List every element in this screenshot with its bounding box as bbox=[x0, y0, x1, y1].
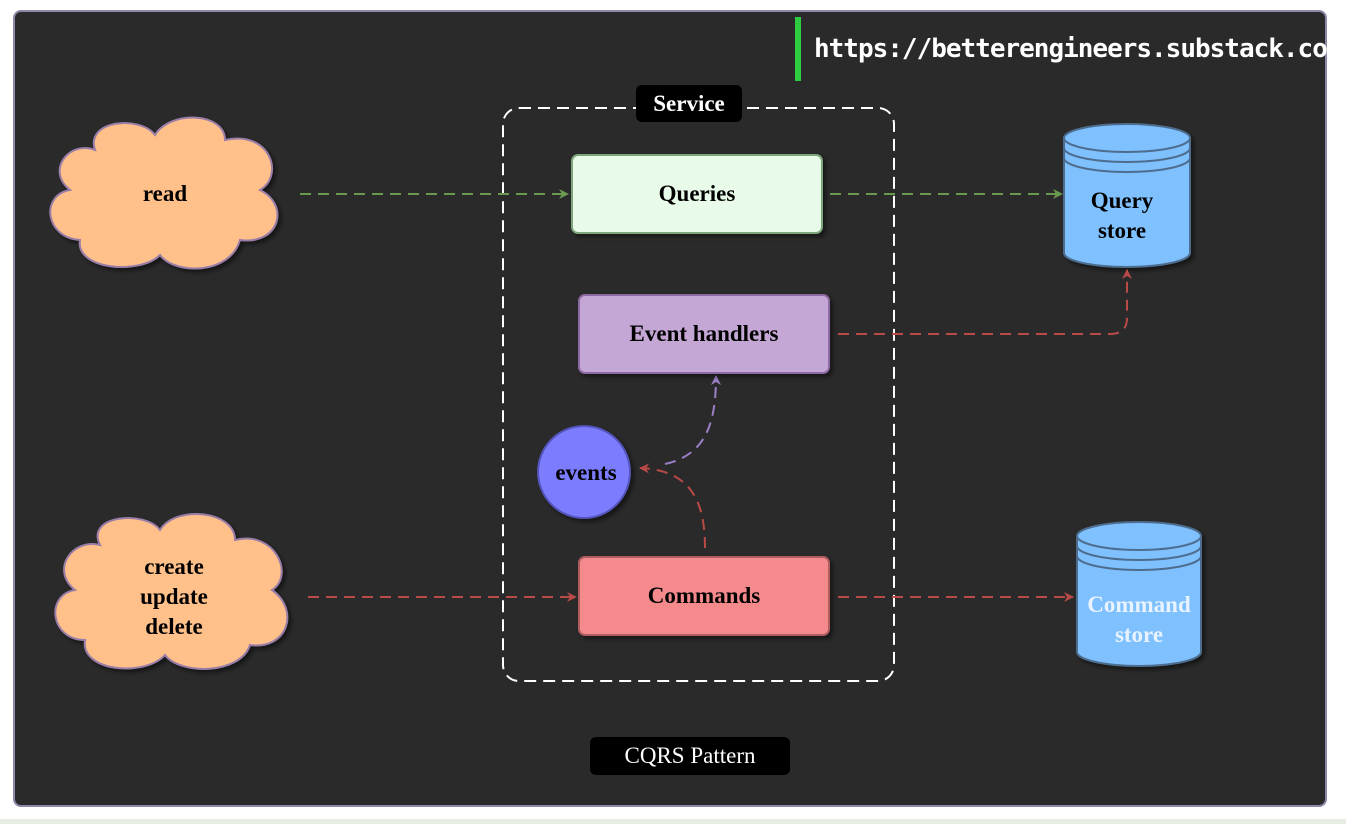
create-label: create bbox=[144, 554, 204, 579]
command-store-line-1: Command bbox=[1087, 592, 1191, 617]
events-circle bbox=[537, 425, 631, 519]
delete-label: delete bbox=[145, 614, 203, 639]
bottom-divider bbox=[0, 819, 1346, 824]
cud-cloud-shape bbox=[54, 513, 289, 670]
queries-label: Queries bbox=[658, 181, 736, 206]
update-label: update bbox=[140, 584, 208, 609]
event-handlers-box: Event handlers bbox=[578, 294, 830, 374]
event-handlers-label: Event handlers bbox=[629, 321, 779, 346]
command-store-cylinder bbox=[1076, 521, 1202, 667]
diagram-title: CQRS Pattern bbox=[590, 737, 790, 775]
cud-label: create update delete bbox=[104, 552, 244, 642]
query-store-label: Query store bbox=[1062, 186, 1182, 246]
url-accent-bar bbox=[795, 17, 801, 81]
commands-box: Commands bbox=[578, 556, 830, 636]
commands-label: Commands bbox=[647, 583, 761, 608]
events-to-handlers-arrow bbox=[664, 375, 721, 465]
commands-to-events-arrow bbox=[639, 463, 706, 549]
handlers-to-query-store-arrow bbox=[838, 269, 1132, 335]
query-store-line-1: Query bbox=[1090, 188, 1154, 213]
query-store-line-2: store bbox=[1097, 218, 1147, 243]
read-cloud-shape bbox=[49, 116, 279, 270]
command-store-line-2: store bbox=[1114, 622, 1164, 647]
queries-box: Queries bbox=[571, 154, 823, 234]
watermark-url: https://betterengineers.substack.com bbox=[814, 34, 1343, 64]
query-store-cylinder bbox=[1063, 123, 1191, 268]
read-label: read bbox=[142, 181, 188, 206]
command-store-label: Command store bbox=[1076, 590, 1202, 650]
events-label: events bbox=[555, 460, 617, 485]
service-label: Service bbox=[636, 85, 742, 122]
